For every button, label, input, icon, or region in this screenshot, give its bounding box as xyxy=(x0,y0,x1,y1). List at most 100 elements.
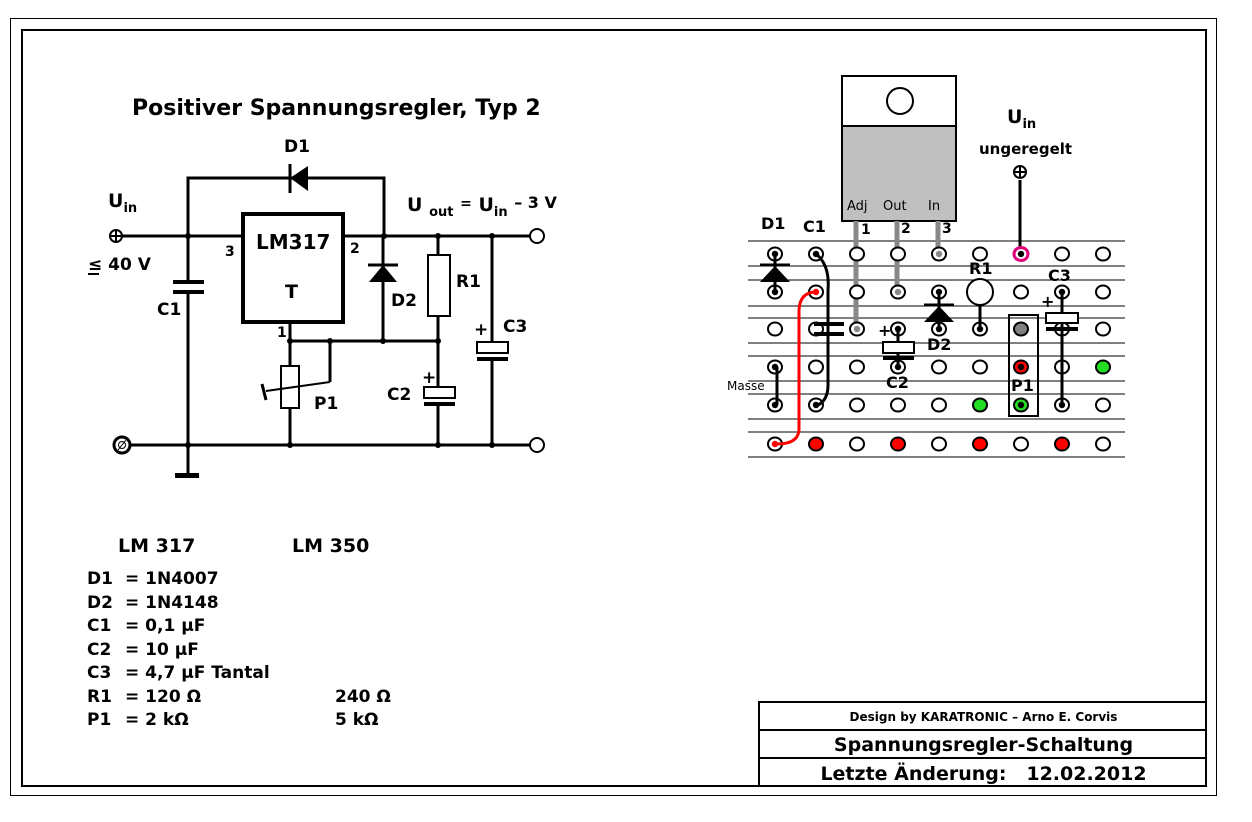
p1-wiper-handle xyxy=(260,383,268,401)
d1-label: D1 xyxy=(284,137,310,157)
r1-resistor-icon xyxy=(427,254,451,317)
bb-r1-label: R1 xyxy=(969,259,993,278)
strip-hole xyxy=(1095,284,1111,300)
parts-row: C1= 0,1 µF xyxy=(87,616,206,636)
c3-label: C3 xyxy=(503,317,528,337)
strip-hole xyxy=(1013,284,1029,300)
strip-hole xyxy=(1095,397,1111,413)
bb-c3-capacitor-icon xyxy=(1045,292,1079,405)
strip-hole xyxy=(972,397,988,413)
bb-c2-capacitor-icon xyxy=(882,329,915,367)
strip-hole xyxy=(849,246,865,262)
bb-uin-label: Uin xyxy=(1007,106,1037,132)
c2-capacitor-icon xyxy=(423,386,456,399)
bb-d1-label: D1 xyxy=(761,214,786,233)
output-formula: U out = Uin – 3 V xyxy=(407,193,557,220)
d2-diode-icon xyxy=(369,265,397,282)
strip-hole xyxy=(1095,436,1111,452)
bb-d2-label: D2 xyxy=(927,335,952,354)
strip-hole xyxy=(890,246,906,262)
chip-body xyxy=(841,125,957,222)
ic-name: LM317 xyxy=(256,230,331,254)
d1-diode-icon xyxy=(290,166,308,191)
solder-point xyxy=(1017,250,1025,258)
parts-row: D2= 1N4148 xyxy=(87,592,219,613)
strip-hole xyxy=(890,436,906,452)
strip-hole xyxy=(890,397,906,413)
c3-plus-sign: + xyxy=(474,320,489,340)
strip-hole xyxy=(849,436,865,452)
d1-bypass-wire xyxy=(186,176,386,236)
input-plus-terminal-icon xyxy=(109,229,123,243)
strip-hole xyxy=(1013,436,1029,452)
output-ground-terminal-icon xyxy=(529,437,545,453)
pin-number-3: 3 xyxy=(942,221,952,237)
uin-terminal-icon xyxy=(1013,165,1027,179)
strip-hole xyxy=(931,359,947,375)
c1-label: C1 xyxy=(157,300,182,320)
schematic-title: Positiver Spannungsregler, Typ 2 xyxy=(132,96,541,121)
drawing-title: Spannungsregler-Schaltung xyxy=(760,731,1207,759)
pin-adj-number: 1 xyxy=(277,325,287,341)
c2-label: C2 xyxy=(387,385,412,405)
bb-c3-plus-sign: + xyxy=(1041,292,1055,311)
bb-r1-resistor-icon xyxy=(966,278,994,329)
junction-dots xyxy=(185,233,495,448)
strip-hole xyxy=(1095,321,1111,337)
c1-plate-bottom xyxy=(173,290,204,294)
input-ground-terminal-icon xyxy=(112,435,132,455)
solder-point xyxy=(771,440,779,448)
strip-hole xyxy=(1095,246,1111,262)
parts-header-lm350: LM 350 xyxy=(292,535,370,557)
bb-d2-diode-icon xyxy=(924,292,954,329)
c2-plus-sign: + xyxy=(422,368,437,388)
strip-hole xyxy=(849,397,865,413)
strip-hole xyxy=(1054,246,1070,262)
drawing-frame-inner xyxy=(21,29,1207,787)
r1-label: R1 xyxy=(456,272,481,292)
bb-uin-note: ungeregelt xyxy=(979,140,1073,158)
drawing-frame-outer xyxy=(10,18,1217,796)
lm317-ic-box xyxy=(241,212,345,324)
bb-c3-label: C3 xyxy=(1048,266,1071,285)
pin-name-out: Out xyxy=(883,199,907,214)
strip-hole xyxy=(1095,359,1111,375)
strip-hole xyxy=(808,359,824,375)
solder-point xyxy=(853,325,861,333)
strip-hole xyxy=(972,359,988,375)
solder-point xyxy=(812,401,820,409)
bb-masse-label: Masse xyxy=(727,379,765,393)
pin-name-adj: Adj xyxy=(847,199,868,214)
strip-hole xyxy=(849,359,865,375)
strip-hole xyxy=(849,284,865,300)
input-max-voltage: ≤ 40 V xyxy=(88,255,151,275)
c2-plate xyxy=(424,402,455,406)
bb-p1-label: P1 xyxy=(1011,376,1034,395)
p1-label: P1 xyxy=(314,394,339,414)
ground-icon xyxy=(175,473,199,478)
last-change: Letzte Änderung: 12.02.2012 xyxy=(820,763,1147,785)
bb-c1-label: C1 xyxy=(803,217,826,236)
pin-name-in: In xyxy=(928,199,941,214)
solder-point xyxy=(1017,401,1025,409)
chip-mounting-hole-icon xyxy=(886,87,914,115)
designer-credit: Design by KARATRONIC – Arno E. Corvis xyxy=(760,703,1207,731)
parts-row: C3= 4,7 µF Tantal xyxy=(87,663,270,683)
parts-row: C2= 10 µF xyxy=(87,639,199,660)
p1-wiper-arrow xyxy=(265,381,331,392)
bb-c2-plus-sign: + xyxy=(878,321,892,340)
title-block: Design by KARATRONIC – Arno E. Corvis Sp… xyxy=(758,701,1207,787)
red-jumper-wire xyxy=(776,290,817,446)
strip-hole xyxy=(767,321,783,337)
solder-point xyxy=(935,250,943,258)
output-plus-terminal-icon xyxy=(529,228,545,244)
parts-header-lm317: LM 317 xyxy=(118,535,196,557)
parts-list: D1= 1N4007 D2= 1N4148 C1= 0,1 µF C2= 10 … xyxy=(87,568,391,733)
ic-package: T xyxy=(285,281,298,303)
to220-regulator-icon xyxy=(841,75,957,222)
strip-hole xyxy=(1054,436,1070,452)
